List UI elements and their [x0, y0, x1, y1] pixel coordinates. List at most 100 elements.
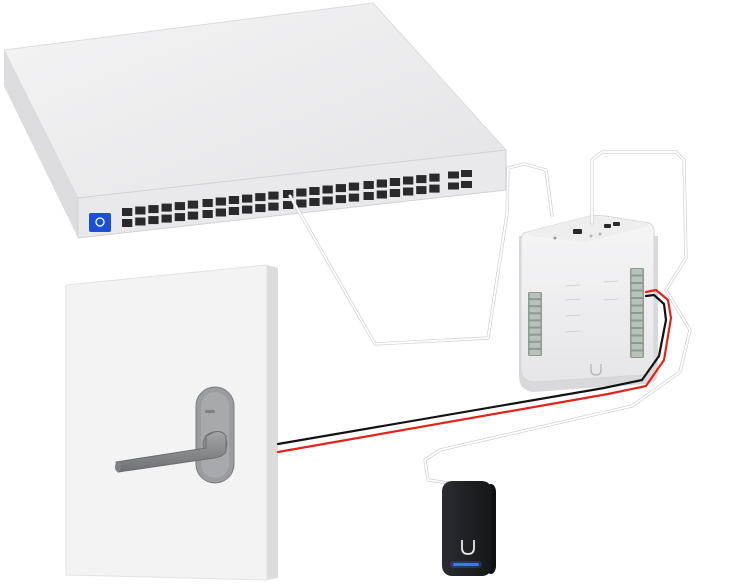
door — [65, 264, 278, 581]
door-edge — [267, 265, 278, 580]
switch-ethernet-port — [416, 175, 427, 184]
switch-ethernet-port — [429, 173, 440, 182]
switch-ethernet-port — [161, 203, 172, 212]
hub-terminal-blocks — [528, 268, 644, 358]
reader-logo-icon — [461, 540, 475, 555]
switch-ethernet-port — [363, 192, 374, 200]
hub-terminal — [529, 335, 541, 341]
switch-ethernet-port — [268, 191, 279, 200]
switch-ethernet-port — [296, 188, 307, 197]
switch-ethernet-port — [122, 208, 133, 216]
switch-ethernet-port — [363, 181, 374, 189]
hub-terminal — [631, 336, 643, 342]
switch-ethernet-port — [135, 206, 146, 215]
switch-ethernet-port — [242, 205, 253, 214]
hub-terminal — [529, 307, 541, 313]
switch-ethernet-port — [283, 201, 294, 209]
hub-port — [604, 224, 611, 228]
hub-terminal — [529, 321, 541, 327]
hub-port — [613, 222, 620, 226]
hub-terminal — [529, 314, 541, 320]
hub-terminal — [631, 321, 643, 327]
door-panel — [65, 264, 268, 581]
switch-ethernet-port — [122, 219, 133, 227]
switch-ethernet-port — [283, 190, 294, 198]
switch-ethernet-port — [416, 186, 427, 195]
switch-ethernet-port — [348, 193, 360, 202]
switch-ethernet-port — [187, 200, 199, 209]
switch-ethernet-port — [215, 208, 226, 217]
switch-ethernet-port — [148, 216, 159, 225]
switch-ethernet-port — [161, 214, 172, 223]
hub-terminal — [631, 269, 643, 275]
hub-terminal-strip — [630, 268, 644, 358]
switch-ethernet-port — [148, 205, 159, 214]
hub-terminal — [529, 300, 541, 306]
switch-ethernet-port — [309, 198, 320, 206]
hub-terminal — [631, 344, 643, 350]
network-switch — [3, 2, 508, 239]
cable-black-power — [276, 293, 668, 446]
switch-ethernet-port — [255, 204, 266, 213]
switch-ethernet-port — [187, 211, 199, 220]
hub-terminal — [631, 329, 643, 335]
hub-led-icon — [553, 236, 557, 240]
hub-logo-icon — [590, 364, 602, 376]
hub-port — [573, 229, 582, 234]
switch-ethernet-port — [296, 199, 307, 208]
switch-ethernet-port — [389, 178, 401, 186]
switch-ethernet-port — [403, 176, 414, 185]
switch-ethernet-port — [228, 196, 240, 204]
switch-ports — [122, 170, 472, 227]
hub-terminal — [631, 299, 643, 305]
switch-ethernet-port — [268, 202, 279, 211]
switch-sfp-port — [461, 181, 472, 188]
switch-ethernet-port — [376, 190, 387, 199]
switch-sfp-port — [461, 170, 472, 177]
hub-terminal — [631, 276, 643, 282]
hub-terminal — [631, 284, 643, 290]
switch-ethernet-port — [389, 189, 401, 197]
switch-left-side — [4, 50, 78, 238]
switch-ethernet-port — [202, 210, 213, 218]
hub-terminal — [529, 293, 541, 299]
switch-ethernet-port — [309, 187, 320, 195]
switch-ethernet-port — [335, 184, 346, 193]
switch-badge-icon — [89, 213, 111, 232]
door-lock — [115, 386, 235, 484]
door-handle — [115, 431, 227, 473]
cables — [276, 150, 692, 487]
switch-ethernet-port — [228, 207, 240, 215]
cable-red-power — [276, 288, 673, 454]
hub-terminal — [529, 328, 541, 334]
reader-body — [442, 481, 492, 576]
switch-ethernet-port — [255, 193, 266, 202]
switch-ethernet-port — [429, 184, 440, 193]
hub-terminal — [529, 342, 541, 348]
card-reader — [442, 481, 496, 576]
hub-terminal — [631, 351, 643, 357]
hub-terminal — [529, 349, 541, 355]
switch-ethernet-port — [135, 217, 146, 226]
hub-terminal — [631, 314, 643, 320]
switch-sfp-port — [448, 171, 459, 179]
switch-ethernet-port — [322, 196, 333, 205]
switch-ethernet-port — [322, 185, 333, 194]
switch-ethernet-port — [174, 202, 185, 211]
switch-ethernet-port — [403, 187, 414, 196]
reader-led-icon — [453, 563, 479, 566]
hub-terminal — [631, 306, 643, 312]
hub-terminal — [631, 291, 643, 297]
access-hub — [519, 215, 658, 392]
switch-ethernet-port — [202, 199, 213, 207]
switch-ethernet-port — [242, 194, 253, 203]
hub-top — [520, 215, 655, 383]
switch-ethernet-port — [376, 179, 387, 188]
switch-ethernet-port — [348, 182, 360, 191]
switch-ethernet-port — [335, 195, 346, 204]
switch-sfp-port — [448, 182, 459, 190]
switch-ethernet-port — [174, 213, 185, 222]
switch-ethernet-port — [215, 197, 226, 206]
